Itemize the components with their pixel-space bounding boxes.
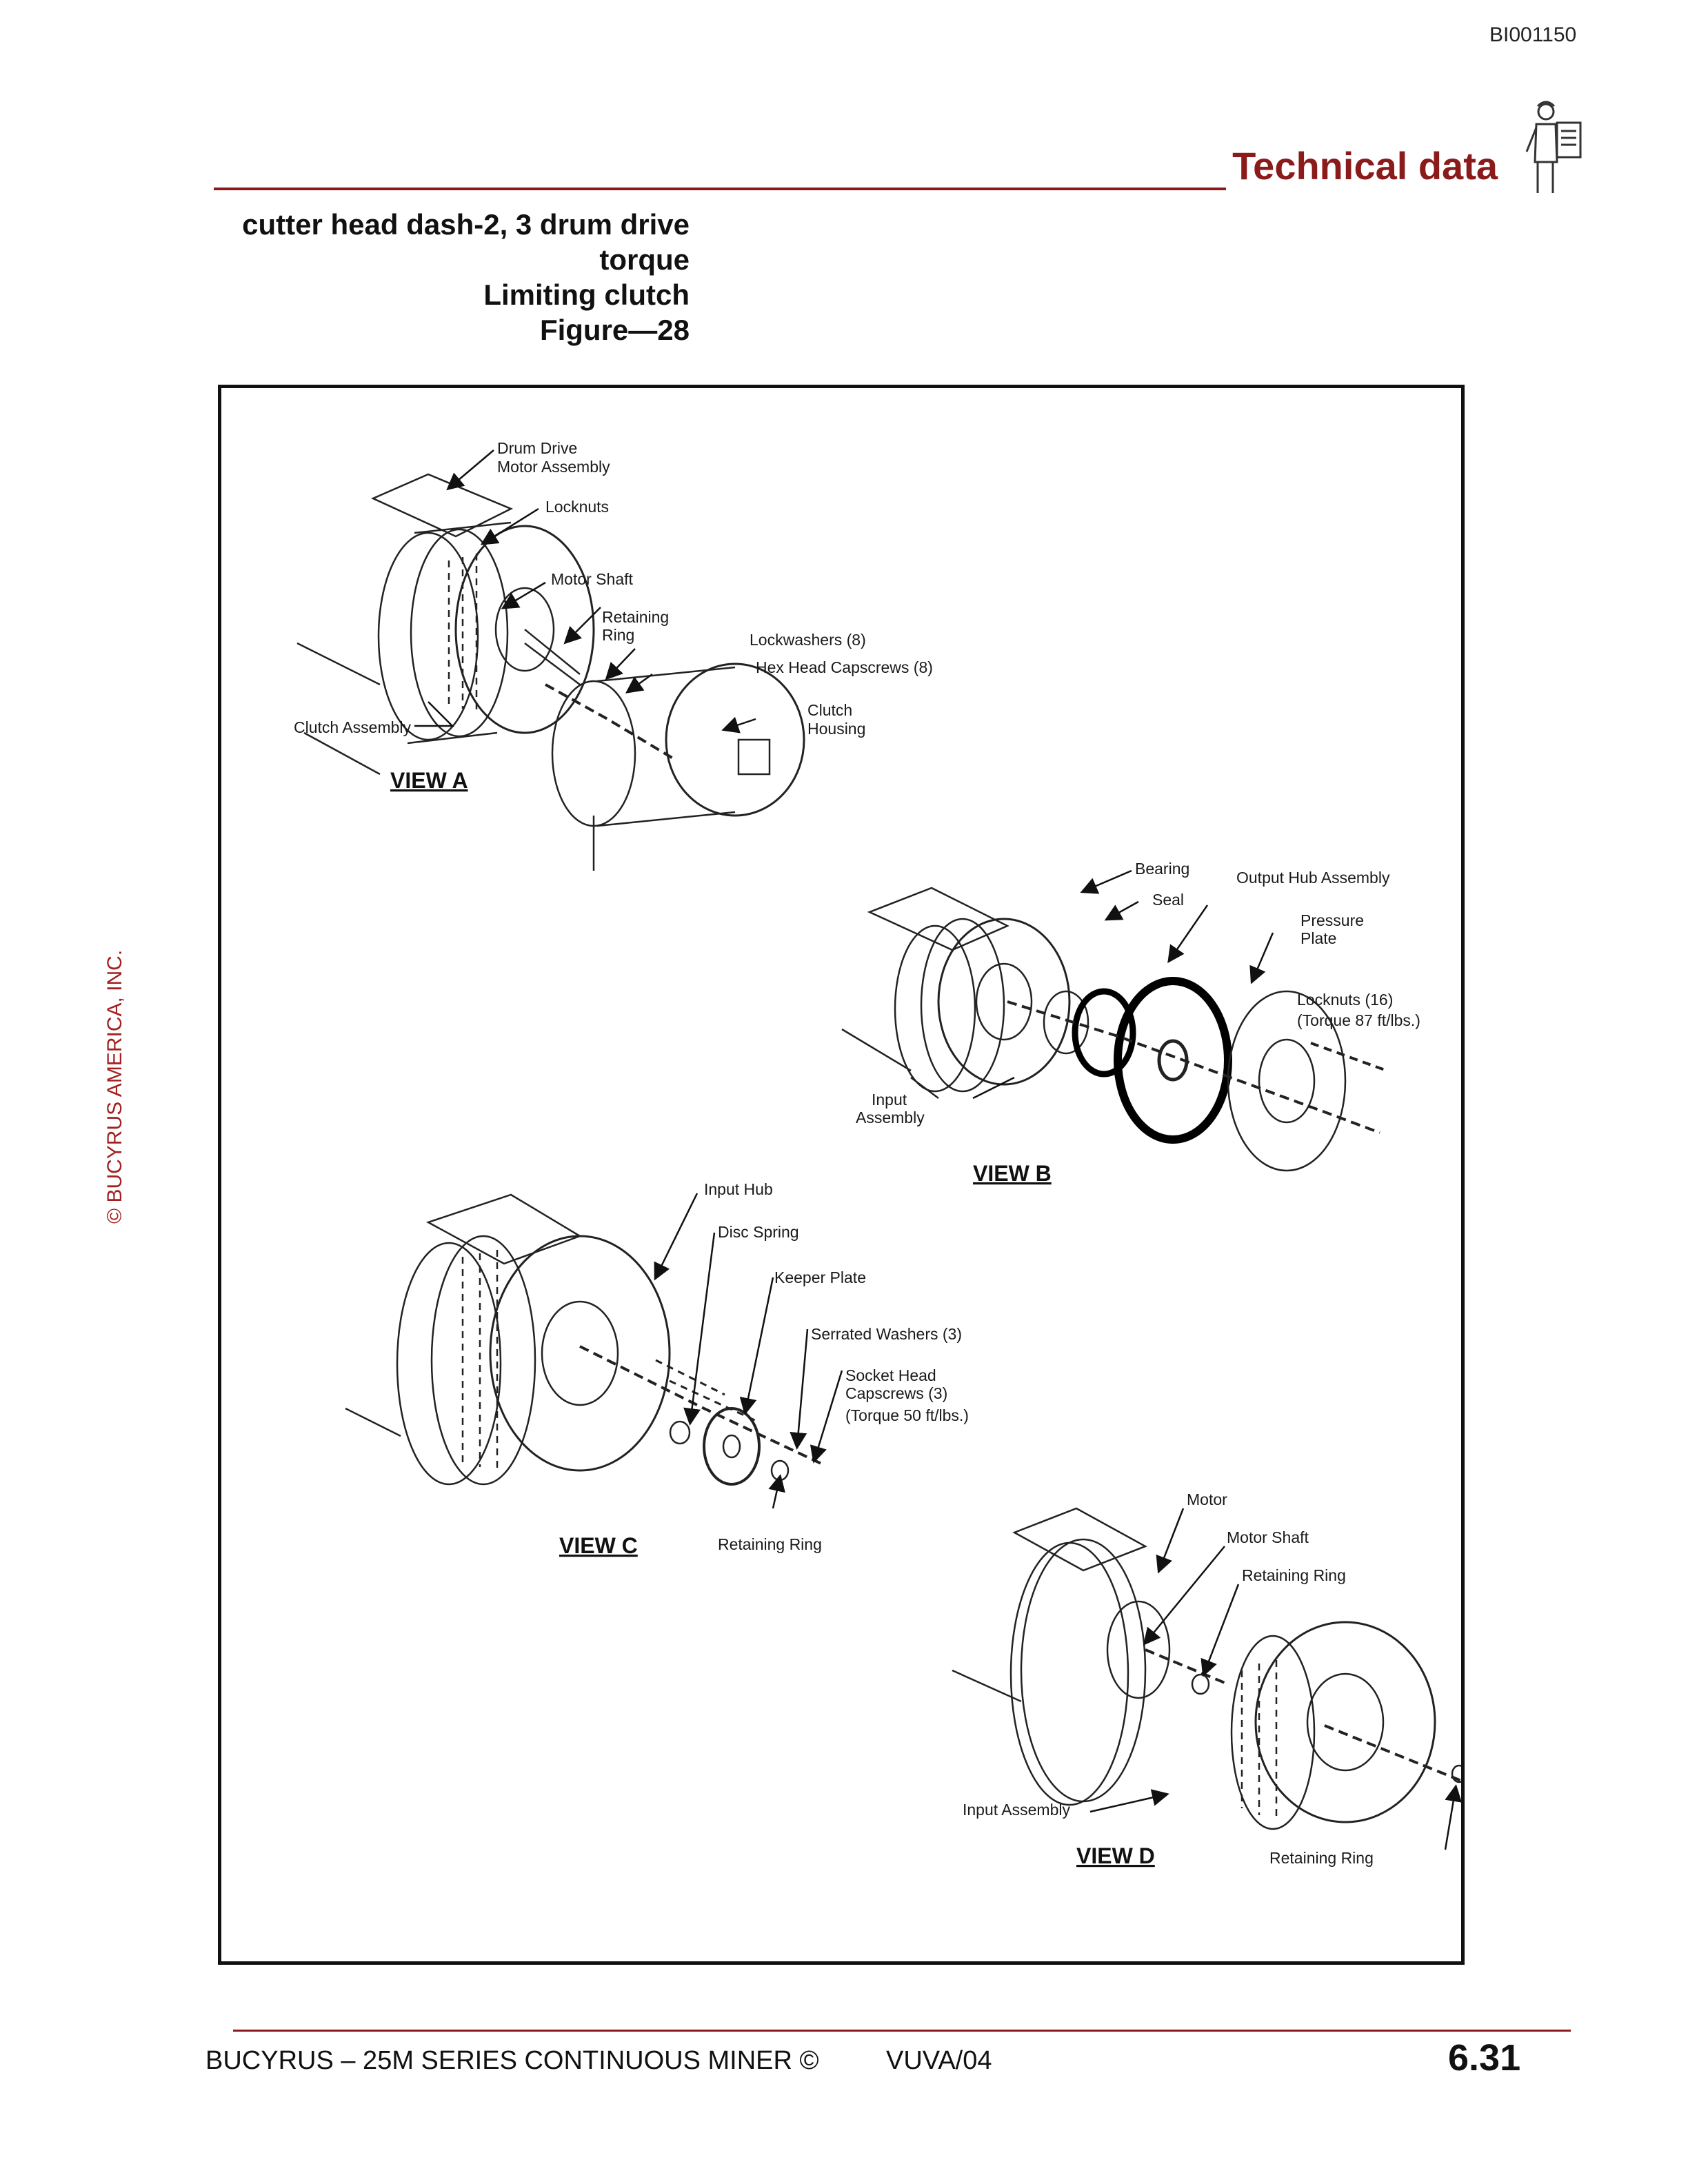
view-d-drawing bbox=[952, 1507, 1461, 1830]
label-retaining-ring-a-2: Ring bbox=[602, 626, 634, 644]
label-lockwashers: Lockwashers (8) bbox=[750, 631, 866, 649]
view-c-title: VIEW C bbox=[559, 1533, 638, 1558]
label-drum-drive: Drum Drive bbox=[497, 439, 577, 457]
label-serrated-washers: Serrated Washers (3) bbox=[811, 1325, 962, 1343]
label-input-hub: Input Hub bbox=[704, 1180, 773, 1198]
label-retaining-ring-a-1: Retaining bbox=[602, 608, 669, 626]
footer-title: BUCYRUS – 25M SERIES CONTINUOUS MINER © bbox=[205, 2046, 819, 2075]
view-a-leaders bbox=[414, 449, 756, 734]
label-bearing: Bearing bbox=[1135, 860, 1189, 878]
label-hex-capscrews: Hex Head Capscrews (8) bbox=[756, 658, 933, 676]
header-rule bbox=[214, 188, 1226, 190]
label-locknuts-b-1: Locknuts (16) bbox=[1297, 991, 1393, 1009]
figure-frame: Drum Drive Motor Assembly Locknuts Motor… bbox=[218, 385, 1465, 1965]
copyright-notice: © BUCYRUS AMERICA, INC. bbox=[103, 949, 126, 1224]
label-pressure-plate-2: Plate bbox=[1300, 929, 1336, 947]
label-drum-drive-motor: Motor Assembly bbox=[497, 458, 610, 476]
label-input-assembly-b-1: Input bbox=[872, 1091, 907, 1109]
label-motor-shaft-a: Motor Shaft bbox=[551, 570, 633, 588]
view-b-drawing bbox=[841, 887, 1387, 1172]
view-d-title: VIEW D bbox=[1076, 1843, 1155, 1868]
label-motor-shaft-d: Motor Shaft bbox=[1227, 1528, 1309, 1546]
caption-line-2: torque bbox=[599, 243, 690, 276]
technician-clipboard-icon bbox=[1525, 101, 1582, 193]
exploded-diagram: Drum Drive Motor Assembly Locknuts Motor… bbox=[294, 439, 1461, 1868]
label-clutch-housing-1: Clutch bbox=[807, 701, 852, 719]
footer-code: VUVA/04 bbox=[886, 2046, 992, 2075]
label-input-assembly-d: Input Assembly bbox=[963, 1801, 1070, 1819]
caption-line-1: cutter head dash-2, 3 drum drive bbox=[242, 208, 690, 241]
label-clutch-assembly: Clutch Assembly bbox=[294, 718, 412, 736]
view-b-title: VIEW B bbox=[973, 1161, 1052, 1186]
page-number: 6.31 bbox=[1448, 2037, 1521, 2079]
label-retaining-ring-d-top: Retaining Ring bbox=[1242, 1566, 1346, 1584]
view-b-leaders bbox=[972, 869, 1274, 1100]
view-d-leaders bbox=[1089, 1508, 1461, 1850]
label-socket-head-3: (Torque 50 ft/lbs.) bbox=[845, 1406, 969, 1424]
caption-line-3: Limiting clutch bbox=[483, 279, 690, 311]
label-disc-spring: Disc Spring bbox=[718, 1223, 799, 1241]
label-motor-d: Motor bbox=[1187, 1490, 1227, 1508]
caption-line-4: Figure—28 bbox=[539, 314, 690, 346]
label-retaining-ring-c: Retaining Ring bbox=[718, 1535, 822, 1553]
label-output-hub: Output Hub Assembly bbox=[1236, 869, 1390, 887]
label-input-assembly-b-2: Assembly bbox=[856, 1109, 925, 1126]
figure-caption: cutter head dash-2, 3 drum drive torque … bbox=[207, 207, 690, 347]
view-a-title: VIEW A bbox=[390, 768, 468, 793]
label-locknuts-a: Locknuts bbox=[545, 498, 609, 516]
view-a-drawing bbox=[297, 473, 805, 871]
view-c-leaders bbox=[654, 1193, 843, 1509]
document-id: BI001150 bbox=[1489, 23, 1577, 46]
footer-rule bbox=[233, 2030, 1571, 2032]
label-socket-head-2: Capscrews (3) bbox=[845, 1384, 947, 1402]
label-socket-head-1: Socket Head bbox=[845, 1366, 936, 1384]
label-locknuts-b-2: (Torque 87 ft/lbs.) bbox=[1297, 1011, 1420, 1029]
label-keeper-plate: Keeper Plate bbox=[774, 1268, 866, 1286]
section-title: Technical data bbox=[1232, 144, 1498, 188]
label-seal: Seal bbox=[1152, 891, 1184, 909]
label-clutch-housing-2: Housing bbox=[807, 720, 865, 738]
label-pressure-plate-1: Pressure bbox=[1300, 911, 1364, 929]
label-retaining-ring-d-bottom: Retaining Ring bbox=[1269, 1849, 1374, 1867]
